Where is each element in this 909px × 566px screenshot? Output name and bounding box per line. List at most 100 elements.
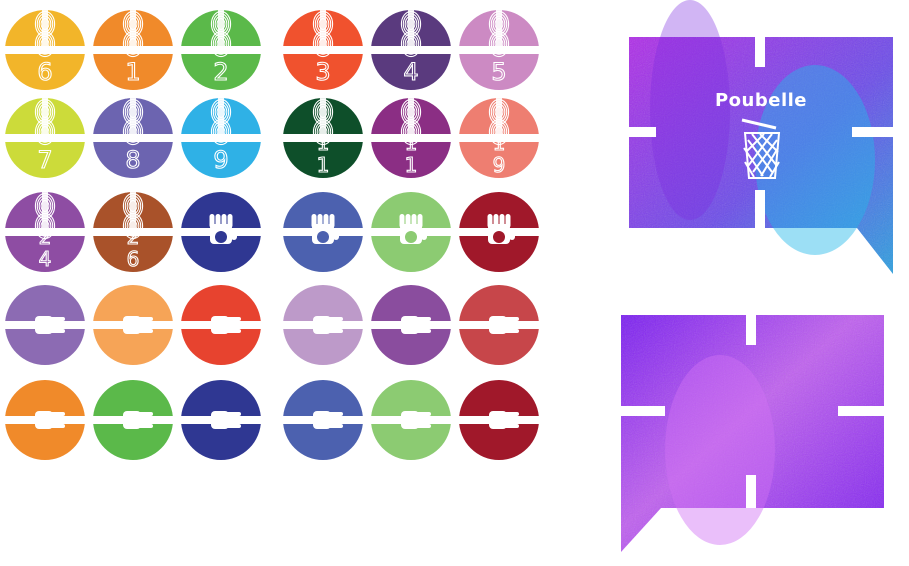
- token-band: [281, 134, 365, 142]
- token-band: [369, 134, 453, 142]
- fingerprint-icon: [312, 30, 334, 58]
- token-band: [179, 134, 263, 142]
- token-digit: 2: [127, 225, 140, 249]
- token-digit: 9: [213, 146, 228, 174]
- token-band: [130, 10, 136, 46]
- token-band: [218, 10, 224, 46]
- fingerprint-icon: [34, 30, 56, 58]
- token-hand-side: [175, 285, 267, 365]
- token-band: [496, 98, 502, 134]
- blank-panel: [621, 315, 884, 552]
- token-hand-side: [175, 380, 267, 460]
- token-digit: 7: [37, 146, 52, 174]
- token-fingerprint: 24: [3, 192, 87, 272]
- token-band: [457, 134, 541, 142]
- pointing-hand-icon: [111, 411, 153, 429]
- finger-print-shape: [665, 355, 775, 545]
- fingerprint-icon: [122, 212, 144, 240]
- raised-hand-icon: [209, 214, 237, 244]
- token-band: [408, 10, 414, 46]
- token-hand-up: [177, 192, 265, 272]
- fingerprint-icon: [34, 212, 56, 240]
- token-fingerprint: 19: [457, 98, 541, 178]
- pointing-hand-icon: [301, 316, 343, 334]
- token-hand-side: [365, 285, 457, 365]
- token-digit: 3: [315, 58, 330, 86]
- token-fingerprint: 8: [91, 98, 175, 178]
- token-band: [3, 46, 87, 54]
- token-fingerprint: 4: [369, 10, 453, 90]
- fingerprint-icon: [400, 118, 422, 146]
- pointing-hand-icon: [389, 316, 431, 334]
- pointing-hand-icon: [199, 411, 241, 429]
- token-band: [3, 228, 87, 236]
- token-band: [281, 46, 365, 54]
- token-fingerprint: 2: [179, 10, 263, 90]
- fingerprint-icon: [488, 118, 510, 146]
- fingerprint-icon: [400, 30, 422, 58]
- fingerprint-icon: [210, 30, 232, 58]
- token-band: [369, 46, 453, 54]
- token-hand-side: [0, 285, 91, 365]
- token-fingerprint: 7: [3, 98, 87, 178]
- token-fingerprint: 6: [3, 10, 87, 90]
- token-hand-side: [277, 380, 369, 460]
- token-digit: 4: [39, 247, 52, 271]
- token-hand-side: [277, 285, 369, 365]
- token-fingerprint: 11: [281, 98, 365, 178]
- token-hand-up: [279, 192, 367, 272]
- token-digit: 4: [403, 58, 418, 86]
- token-digit: 9: [493, 153, 506, 177]
- token-hand-side: [0, 380, 91, 460]
- token-hand-side: [365, 380, 457, 460]
- token-fingerprint: 3: [281, 10, 365, 90]
- fingerprint-icon: [312, 118, 334, 146]
- token-digit: 1: [493, 131, 506, 155]
- token-band: [91, 134, 175, 142]
- token-digit: 1: [405, 153, 418, 177]
- fingerprint-icon: [210, 118, 232, 146]
- token-hand-side: [453, 285, 545, 365]
- token-digit: 8: [125, 146, 140, 174]
- pointing-hand-icon: [23, 316, 65, 334]
- token-hand-up: [367, 192, 455, 272]
- token-digit: 5: [491, 58, 506, 86]
- poubelle-label: Poubelle: [714, 90, 807, 111]
- token-band: [457, 46, 541, 54]
- token-digit: 2: [213, 58, 228, 86]
- token-fingerprint: 5: [457, 10, 541, 90]
- token-band: [91, 228, 175, 236]
- token-band: [3, 134, 87, 142]
- token-fingerprint: 9: [179, 98, 263, 178]
- fingerprint-icon: [122, 118, 144, 146]
- token-band: [91, 46, 175, 54]
- token-band: [42, 98, 48, 134]
- trash-bin-icon: [741, 118, 781, 179]
- token-hand-up: [455, 192, 543, 272]
- token-digit: 1: [125, 58, 140, 86]
- token-band: [42, 192, 48, 228]
- token-hand-side: [87, 285, 179, 365]
- pointing-hand-icon: [301, 411, 343, 429]
- trash-panel: [629, 0, 893, 274]
- pointing-hand-icon: [477, 316, 519, 334]
- raised-hand-icon: [311, 214, 339, 244]
- token-fingerprint: 26: [91, 192, 175, 272]
- token-digit: 6: [127, 247, 140, 271]
- token-digit: 2: [39, 225, 52, 249]
- token-band: [408, 98, 414, 134]
- raised-hand-icon: [399, 214, 427, 244]
- token-band: [130, 98, 136, 134]
- fingerprint-icon: [122, 30, 144, 58]
- token-band: [130, 192, 136, 228]
- pointing-hand-icon: [199, 316, 241, 334]
- pointing-hand-icon: [111, 316, 153, 334]
- token-fingerprint: 11: [369, 98, 453, 178]
- token-hand-side: [453, 380, 545, 460]
- token-band: [496, 10, 502, 46]
- pointing-hand-icon: [477, 411, 519, 429]
- fingerprint-icon: [312, 10, 334, 38]
- pointing-hand-icon: [389, 411, 431, 429]
- token-band: [42, 10, 48, 46]
